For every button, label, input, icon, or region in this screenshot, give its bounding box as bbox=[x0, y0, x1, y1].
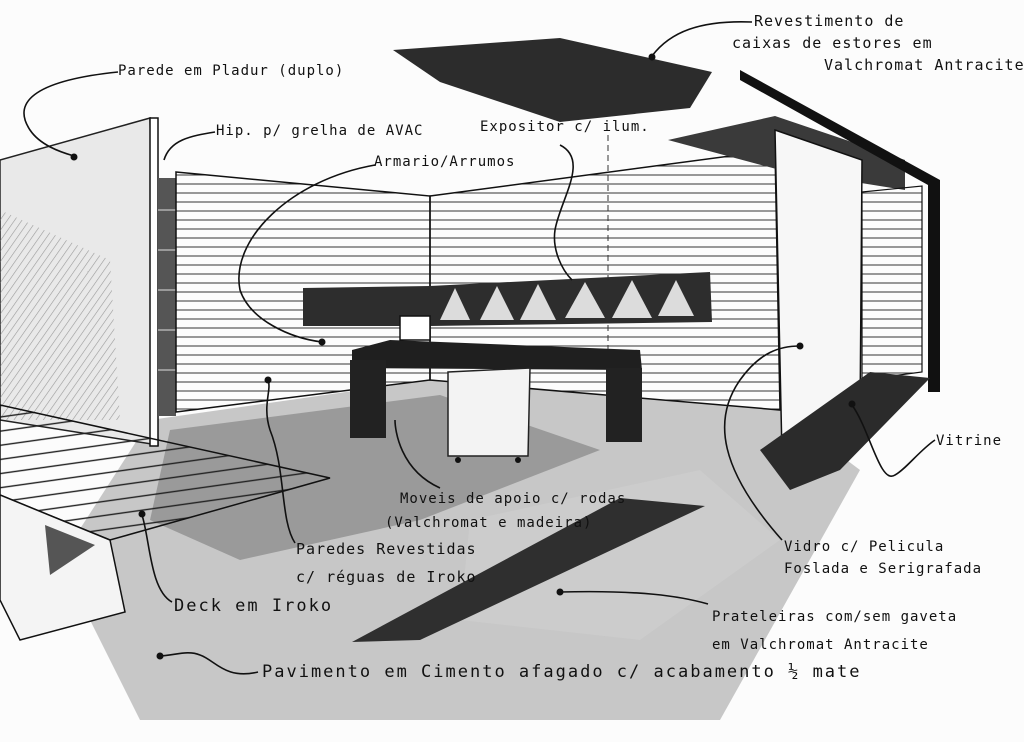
label-shelves-line2: em Valchromat Antracite bbox=[712, 637, 929, 653]
deck-step bbox=[0, 494, 126, 641]
display-table-top bbox=[352, 340, 642, 370]
label-blind-box-line3: Valchromat Antracite bbox=[824, 56, 1024, 74]
label-mobile-furniture-line1: Moveis de apoio c/ rodas bbox=[400, 491, 627, 507]
label-blind-box-line1: Revestimento de bbox=[754, 12, 905, 30]
label-shelves-line1: Prateleiras com/sem gaveta bbox=[712, 609, 958, 625]
label-cement-floor: Pavimento em Cimento afagado c/ acabamen… bbox=[262, 662, 862, 682]
table-leg-right bbox=[606, 368, 642, 442]
label-vitrine: Vitrine bbox=[936, 433, 1003, 449]
monitor bbox=[399, 315, 431, 341]
floor-light-patch bbox=[460, 470, 780, 640]
shelf-strip-floor bbox=[352, 498, 705, 642]
shelf-column bbox=[158, 178, 176, 416]
deck-step-inner bbox=[45, 525, 95, 575]
table-leg-left bbox=[350, 360, 386, 438]
label-mobile-furniture-line2: (Valchromat e madeira) bbox=[385, 515, 593, 531]
blind-box-ceiling bbox=[393, 38, 712, 122]
mobile-unit bbox=[447, 367, 531, 457]
window-frame bbox=[740, 70, 940, 392]
window-slats bbox=[861, 185, 923, 381]
display-light-cones bbox=[440, 280, 694, 320]
label-clad-walls-line1: Paredes Revestidas bbox=[296, 540, 477, 558]
display-niche bbox=[303, 272, 712, 326]
label-glass-film-line2: Foslada e Serigrafada bbox=[784, 561, 983, 577]
vitrine-shelf bbox=[760, 372, 930, 490]
label-pladur-wall: Parede em Pladur (duplo) bbox=[118, 63, 345, 79]
pladur-wall-shade bbox=[0, 210, 120, 420]
label-clad-walls-line2: c/ réguas de Iroko bbox=[296, 568, 477, 586]
label-glass-film-line1: Vidro c/ Pelicula bbox=[784, 539, 945, 555]
label-avac-grille: Hip. p/ grelha de AVAC bbox=[216, 123, 424, 139]
leader-lines bbox=[23, 21, 936, 675]
label-iroko-deck: Deck em Iroko bbox=[174, 596, 334, 616]
pladur-wall-edge bbox=[149, 117, 159, 447]
label-blind-box-line2: caixas de estores em bbox=[732, 34, 933, 52]
leader-dots bbox=[70, 53, 856, 660]
label-storage-cabinet: Armario/Arrumos bbox=[374, 154, 516, 170]
label-display-case: Expositor c/ ilum. bbox=[480, 119, 650, 135]
